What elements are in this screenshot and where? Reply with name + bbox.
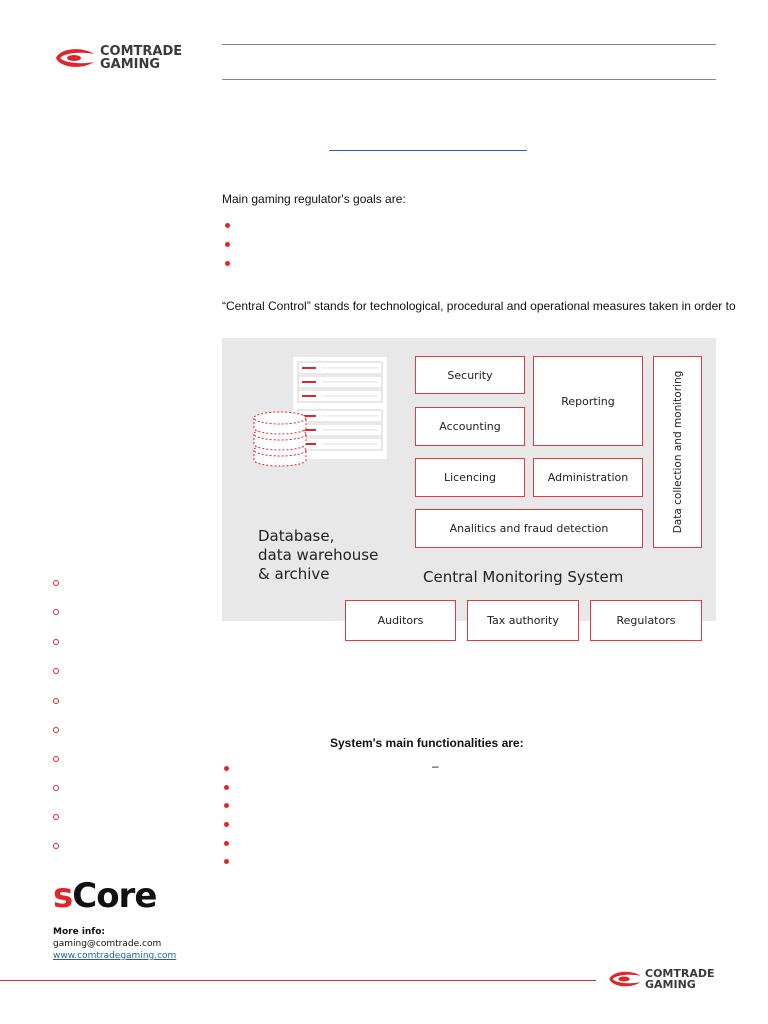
goals-bullet: [225, 223, 230, 228]
licencing-module: Licencing: [415, 458, 525, 497]
score-logo-prefix: s: [53, 876, 73, 916]
analytics-module: Analitics and fraud detection: [415, 509, 643, 548]
header-rule-top: [222, 44, 716, 45]
sidebar-bullet: [53, 580, 59, 586]
sidebar-bullet: [53, 756, 59, 762]
goals-bullet: [225, 261, 230, 266]
goals-label: Main gaming regulator's goals are:: [222, 192, 406, 206]
server-rack-icon: [292, 356, 388, 460]
data-collection-module: Data collection and monitoring: [653, 356, 702, 548]
contact-email[interactable]: gaming@comtrade.com: [53, 939, 162, 949]
footer-brand-line2: GAMING: [645, 978, 696, 991]
central-control-text: “Central Control” stands for technologic…: [222, 299, 736, 313]
sidebar-bullet: [53, 609, 59, 615]
functionalities-dash: –: [432, 759, 439, 773]
security-module: Security: [415, 356, 525, 394]
sidebar-bullet: [53, 727, 59, 733]
central-monitoring-diagram: Database, data warehouse & archive Centr…: [222, 338, 716, 621]
administration-module: Administration: [533, 458, 643, 497]
database-label-line: Database,: [258, 527, 335, 545]
website-link[interactable]: www.comtradegaming.com: [53, 951, 177, 961]
title-link-underline[interactable]: [329, 150, 527, 151]
auditors-box: Auditors: [345, 600, 456, 641]
sidebar-bullet: [53, 814, 59, 820]
functionality-bullet: [224, 841, 229, 846]
footer-logo: COMTRADE GAMING: [606, 967, 715, 991]
header-brand-line1: COMTRADE: [100, 44, 183, 59]
tax-authority-box: Tax authority: [467, 600, 579, 641]
database-label-line: data warehouse: [258, 546, 379, 564]
sidebar-bullet: [53, 843, 59, 849]
comtrade-logo-icon: [56, 49, 94, 67]
data-collection-label: Data collection and monitoring: [671, 370, 684, 534]
header-brand-line2: GAMING: [100, 57, 161, 72]
more-info-label: More info:: [53, 927, 106, 937]
sidebar-bullet: [53, 668, 59, 674]
reporting-module: Reporting: [533, 356, 643, 446]
header-rule-bottom: [222, 79, 716, 80]
functionalities-label: System's main functionalities are:: [330, 736, 524, 750]
sidebar-bullet: [53, 639, 59, 645]
sidebar-bullet: [53, 785, 59, 791]
functionality-bullet: [224, 859, 229, 864]
sidebar-bullet: [53, 698, 59, 704]
footer-brand-line1: COMTRADE: [645, 967, 715, 980]
database-icon: [253, 411, 307, 467]
comtrade-logo-icon: [609, 971, 641, 987]
header-logo: COMTRADE GAMING: [52, 44, 182, 72]
functionality-bullet: [224, 822, 229, 827]
regulators-box: Regulators: [590, 600, 702, 641]
score-logo: sCore: [53, 876, 157, 916]
score-logo-rest: Core: [72, 876, 157, 916]
goals-bullet: [225, 242, 230, 247]
footer-rule: [0, 980, 596, 981]
functionality-bullet: [224, 785, 229, 790]
database-label: Database, data warehouse & archive: [258, 527, 378, 584]
contact-info: More info: gaming@comtrade.com www.comtr…: [53, 926, 176, 962]
database-label-line: & archive: [258, 565, 330, 583]
functionality-bullet: [224, 766, 229, 771]
accounting-module: Accounting: [415, 407, 525, 446]
central-monitoring-label: Central Monitoring System: [423, 568, 624, 586]
functionality-bullet: [224, 803, 229, 808]
